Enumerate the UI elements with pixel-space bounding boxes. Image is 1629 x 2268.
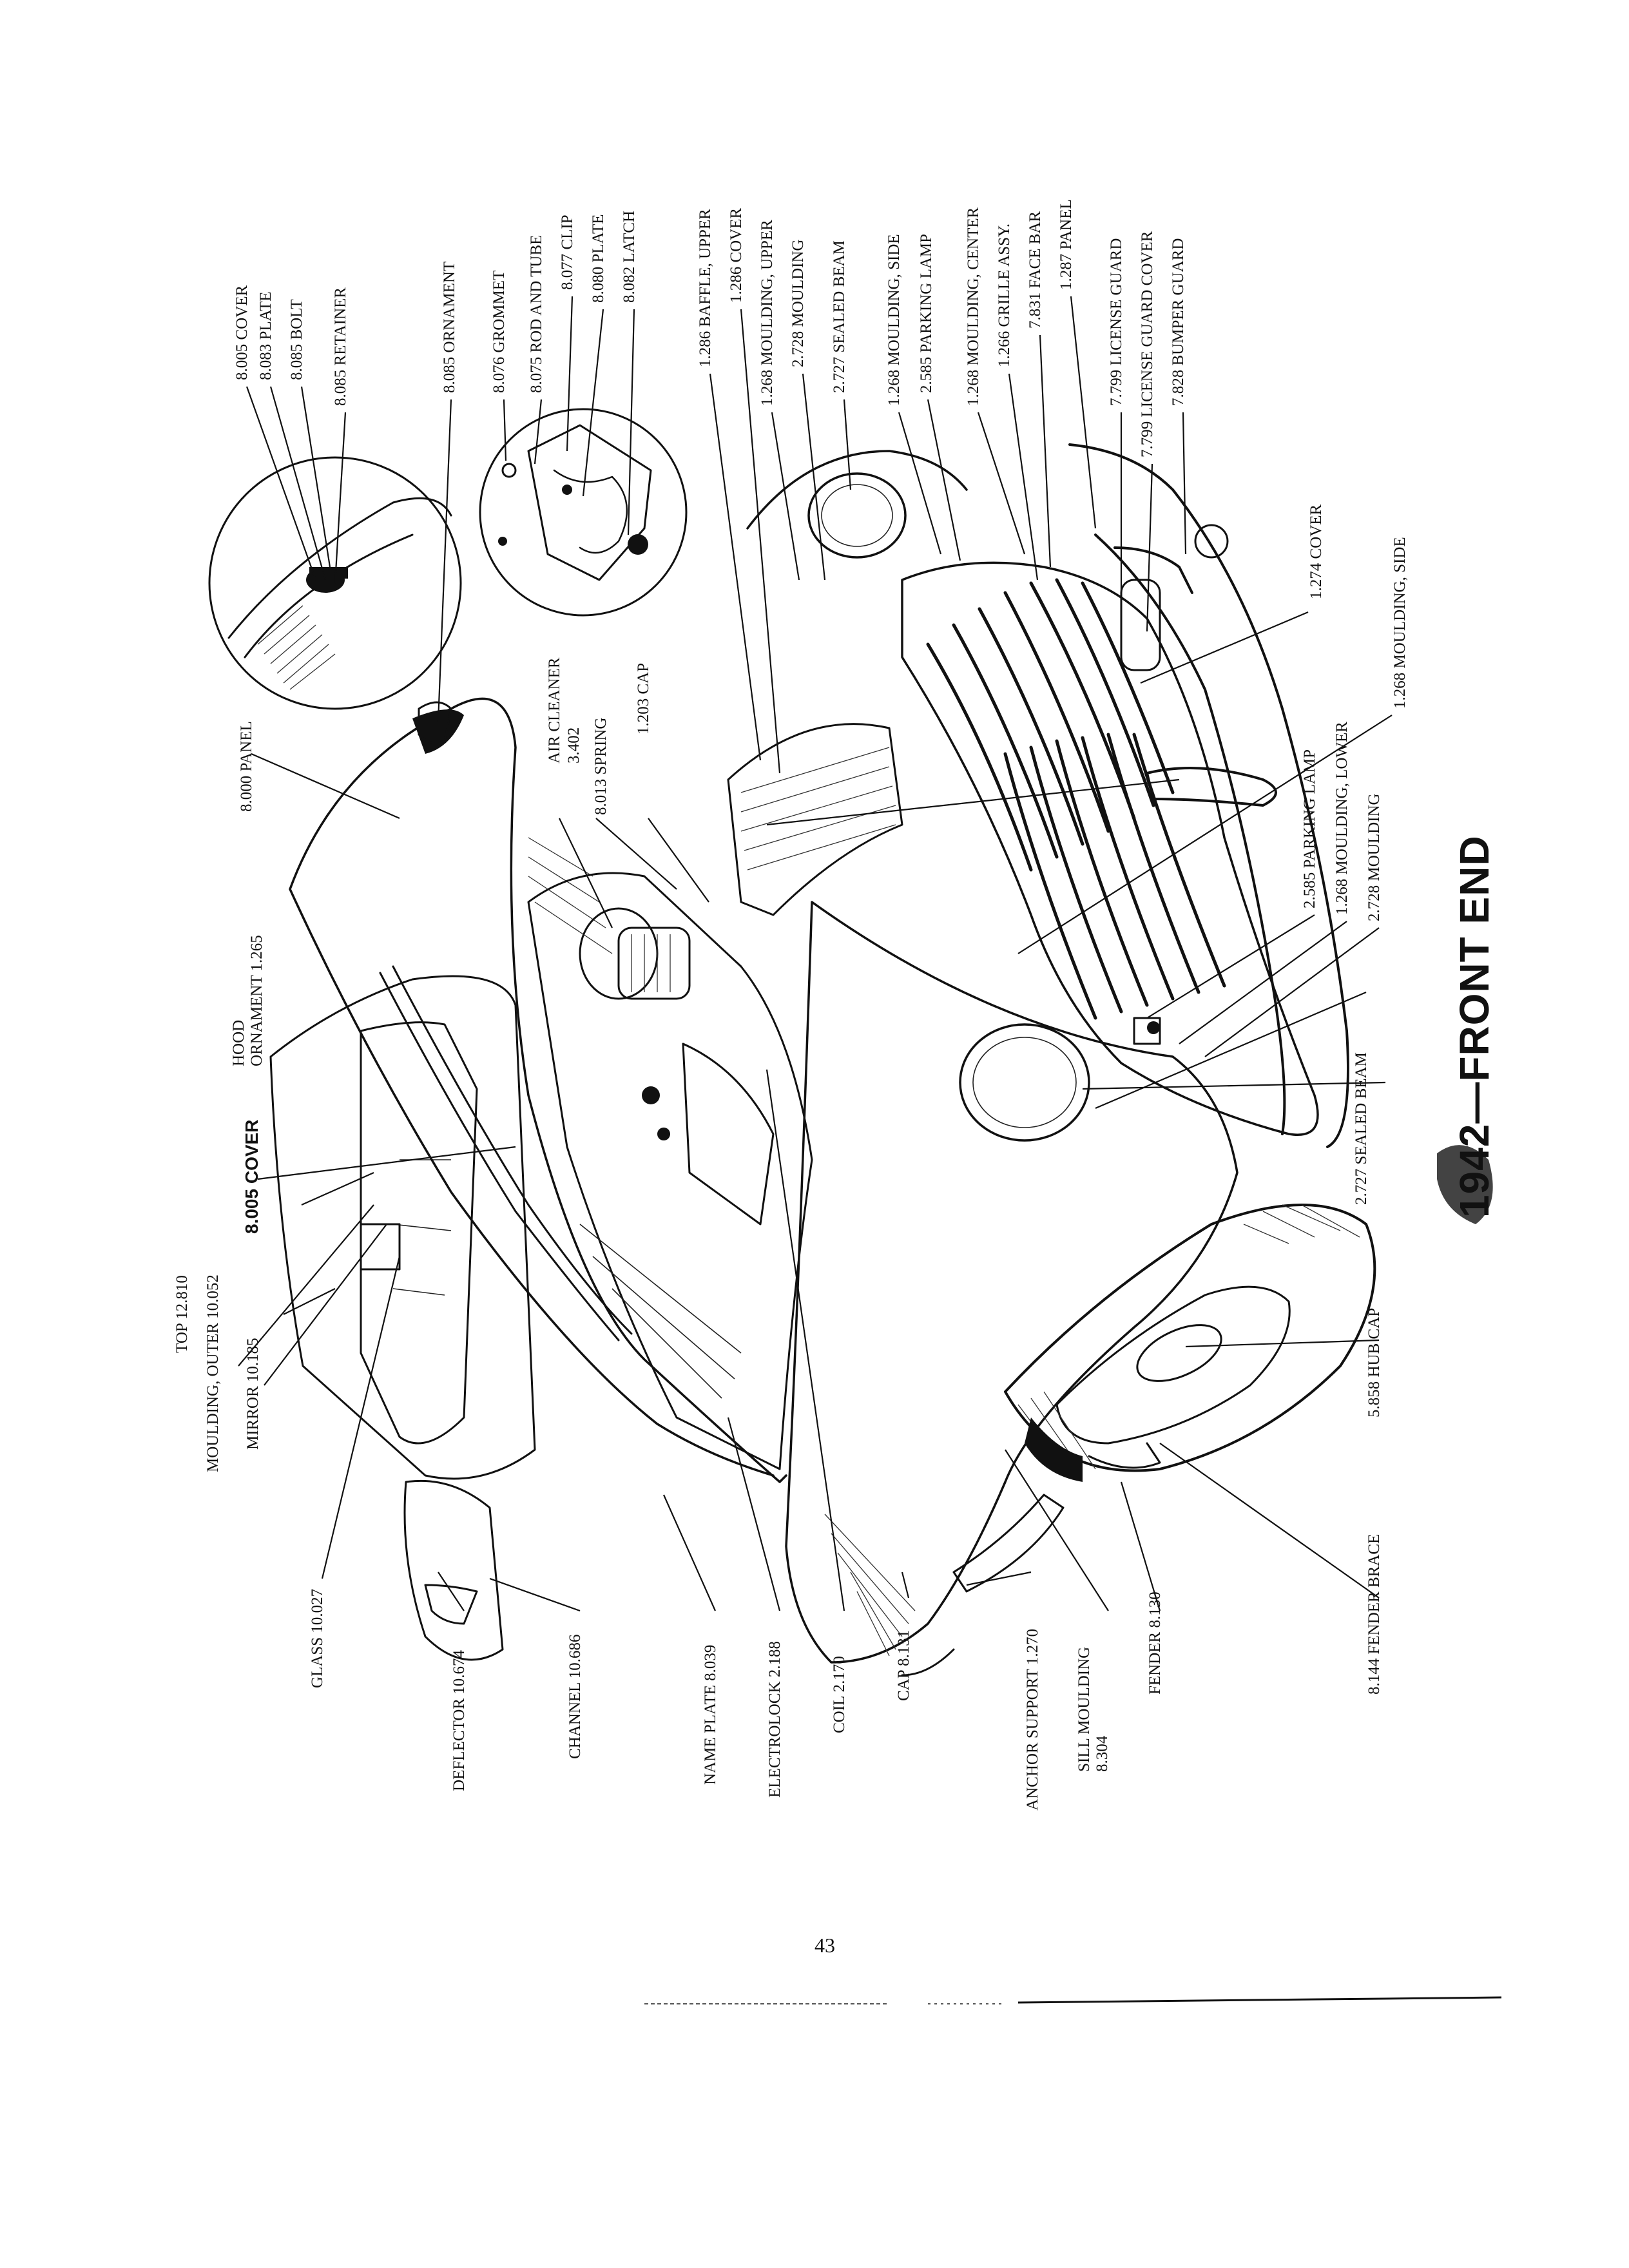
bottom-rule [644, 1996, 1502, 2004]
grille-assembly [746, 450, 1319, 1136]
label-name-plate: NAME PLATE 8.039 [702, 1645, 719, 1785]
label-sill-moulding-1: SILL MOULDING [1075, 1647, 1093, 1772]
hood-panel [289, 697, 787, 1483]
label-cover-1286: 1.286 COVER [728, 207, 745, 303]
label-electrolock: ELECTROLOCK 2.188 [766, 1641, 784, 1798]
leader-lines [238, 296, 1393, 1612]
label-moulding-side-right: 1.268 MOULDING, SIDE [1391, 537, 1409, 709]
label-cover-8005-top: 8.005 COVER [233, 285, 251, 380]
label-spring-8013: 8.013 SPRING [592, 718, 610, 815]
label-moulding-2728-mid: 2.728 MOULDING [1365, 793, 1383, 921]
front-wheel [1004, 1204, 1376, 1482]
label-grille-assy: 1.266 GRILLE ASSY. [996, 224, 1013, 367]
label-bolt-8085: 8.085 BOLT [288, 300, 305, 380]
label-coil: COIL 2.170 [831, 1656, 848, 1733]
label-cover-1274: 1.274 COVER [1307, 504, 1325, 599]
cab-windshield [269, 975, 536, 1661]
label-license-guard: 7.799 LICENSE GUARD [1108, 238, 1125, 406]
label-top-12810: TOP 12.810 [173, 1275, 191, 1353]
label-plate-8080: 8.080 PLATE [590, 215, 607, 303]
label-hood-ornament-2: ORNAMENT 1.265 [248, 935, 265, 1066]
label-moulding-lower: 1.268 MOULDING, LOWER [1333, 722, 1351, 915]
label-panel-8000: 8.000 PANEL [238, 721, 255, 812]
label-moulding-2728-top: 2.728 MOULDING [789, 239, 807, 367]
label-cap-1203: 1.203 CAP [635, 663, 652, 735]
label-grommet-8076: 8.076 GROMMET [490, 271, 508, 393]
label-sealed-beam-top: 2.727 SEALED BEAM [831, 240, 848, 393]
label-parking-lamp-mid: 2.585 PARKING LAMP [1301, 749, 1318, 908]
page-title: 1942—FRONT END [1437, 835, 1498, 1224]
bumper [1068, 443, 1349, 1148]
label-air-cleaner-1: AIR CLEANER [546, 657, 563, 764]
detail-circle-latch [479, 408, 688, 617]
label-retainer-8085: 8.085 RETAINER [332, 287, 349, 406]
label-rod-tube-8075: 8.075 ROD AND TUBE [528, 235, 545, 393]
label-moulding-upper: 1.268 MOULDING, UPPER [758, 220, 776, 406]
label-glass: GLASS 10.027 [309, 1589, 326, 1688]
label-deflector: DEFLECTOR 10.674 [450, 1650, 468, 1791]
label-anchor-support: ANCHOR SUPPORT 1.270 [1024, 1629, 1041, 1811]
vehicle-illustration [208, 408, 1376, 1677]
label-license-guard-cover: 7.799 LICENSE GUARD COVER [1139, 231, 1156, 457]
label-fender-brace: 8.144 FENDER BRACE [1365, 1534, 1383, 1695]
label-face-bar: 7.831 FACE BAR [1027, 211, 1044, 329]
label-channel: CHANNEL 10.686 [566, 1634, 584, 1759]
label-cover-8005-left: 8.005 COVER [242, 1120, 262, 1234]
fender [785, 901, 1239, 1664]
label-fender-8130: FENDER 8.130 [1146, 1591, 1164, 1695]
label-sill-moulding-2: 8.304 [1094, 1735, 1111, 1772]
label-sealed-beam-mid: 2.727 SEALED BEAM [1353, 1052, 1370, 1205]
label-baffle-upper: 1.286 BAFFLE, UPPER [697, 209, 714, 367]
label-ornament-8085: 8.085 ORNAMENT [441, 262, 458, 393]
fender-brace-area [901, 1442, 1161, 1677]
label-mirror: MIRROR 10.185 [244, 1338, 262, 1450]
page-title-text: 1942—FRONT END [1451, 835, 1498, 1218]
callout-labels: 8.005 COVER 8.083 PLATE 8.085 BOLT 8.085… [173, 199, 1409, 1811]
label-moulding-side-top: 1.268 MOULDING, SIDE [885, 234, 903, 406]
label-plate-8083: 8.083 PLATE [257, 292, 275, 381]
label-moulding-outer: MOULDING, OUTER 10.052 [204, 1274, 222, 1472]
label-clip-8077: 8.077 CLIP [559, 215, 576, 290]
label-latch-8082: 8.082 LATCH [621, 211, 638, 303]
label-bumper-guard: 7.828 BUMPER GUARD [1170, 238, 1187, 406]
label-cap-8131: CAP 8.131 [895, 1630, 912, 1701]
label-hub-cap: 5.858 HUB CAP [1365, 1308, 1383, 1418]
page-number: 43 [815, 1934, 835, 1957]
label-air-cleaner-2: 3.402 [565, 727, 583, 764]
label-moulding-center: 1.268 MOULDING, CENTER [965, 207, 982, 406]
label-parking-lamp-top: 2.585 PARKING LAMP [918, 234, 935, 393]
label-panel-1287: 1.287 PANEL [1057, 199, 1075, 290]
label-hood-ornament-1: HOOD [230, 1020, 247, 1066]
